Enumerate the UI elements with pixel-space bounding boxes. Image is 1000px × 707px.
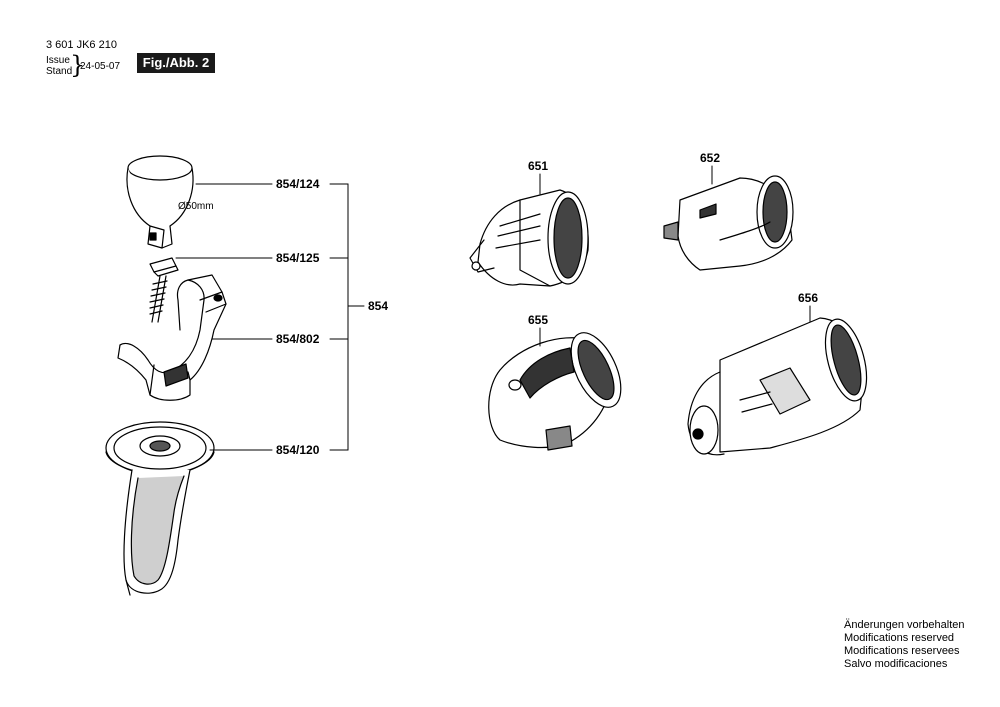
attachment-652-drawing <box>663 175 794 271</box>
attachment-655-drawing <box>488 332 622 451</box>
note-french: Modifications reservees <box>844 645 960 657</box>
part-label-854-120: 854/120 <box>276 443 320 457</box>
attachment-651-drawing <box>469 189 589 287</box>
side-handle-drawing <box>105 421 215 596</box>
part-label-854-125: 854/125 <box>276 251 320 265</box>
handle-holder-drawing <box>117 274 227 401</box>
issue-label: Issue <box>46 55 70 66</box>
screw-drawing <box>149 257 179 323</box>
part-label-652: 652 <box>700 151 721 165</box>
note-german: Änderungen vorbehalten <box>844 619 965 631</box>
leader-lines-right <box>539 165 811 347</box>
issue-stand-labels: Issue Stand <box>46 55 72 77</box>
note-spanish: Salvo modificaciones <box>844 658 948 670</box>
figure-label: Fig./Abb. 2 <box>137 53 215 73</box>
diameter-label: Ø50mm <box>178 201 214 212</box>
note-english: Modifications reserved <box>844 632 955 644</box>
leader-lines-left <box>175 183 365 451</box>
part-label-854: 854 <box>368 299 389 313</box>
brace-symbol: } <box>70 51 86 79</box>
stand-label: Stand <box>46 66 73 77</box>
modification-notes: Änderungen vorbehalten Modifications res… <box>844 619 964 671</box>
part-label-651: 651 <box>528 159 549 173</box>
attachment-656-drawing <box>687 317 868 456</box>
part-label-854-124: 854/124 <box>276 177 320 191</box>
part-label-655: 655 <box>528 313 549 327</box>
part-label-656: 656 <box>798 291 819 305</box>
part-label-854-802: 854/802 <box>276 332 320 346</box>
clamp-band-drawing <box>126 155 194 249</box>
document-number: 3 601 JK6 210 <box>46 39 117 51</box>
issue-date: 24-05-07 <box>80 61 121 72</box>
